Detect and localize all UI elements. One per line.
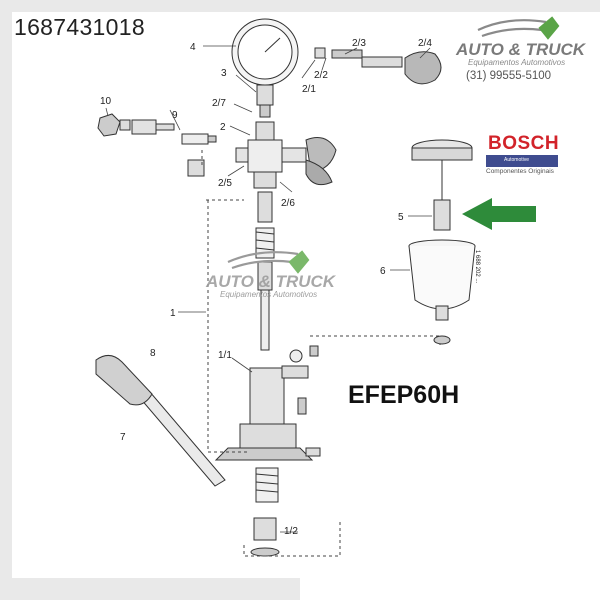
brand-logo-center	[227, 250, 310, 274]
callout-3: 3	[221, 68, 227, 79]
callout-2-2: 2/2	[314, 70, 328, 81]
callout-7: 7	[120, 432, 126, 443]
test-beaker	[408, 139, 476, 345]
brand-name-top: AUTO & TRUCK	[456, 40, 586, 59]
small-handwheel	[305, 137, 337, 186]
callout-2-3: 2/3	[352, 38, 366, 49]
bosch-tagline: Automotive	[504, 157, 530, 163]
callout-1: 1	[170, 308, 176, 319]
bosch-tag: Automotive	[486, 155, 558, 167]
needle-valve-assembly	[314, 47, 442, 85]
callout-8: 8	[150, 348, 156, 359]
model-name: EFEP60H	[348, 381, 460, 409]
pivot-bracket	[281, 345, 321, 457]
brand-phone: (31) 99555-5100	[466, 70, 552, 82]
white-canvas-bottom	[12, 284, 600, 578]
callout-5: 5	[398, 212, 404, 223]
callout-2: 2	[220, 122, 226, 133]
callout-2-4: 2/4	[418, 38, 432, 49]
plunger-stack	[214, 191, 314, 557]
callout-1-1: 1/1	[218, 350, 232, 361]
brand-subtitle-center: Equipamentos Automotivos	[220, 290, 318, 299]
lever-arm	[95, 355, 226, 487]
brand-name-center: AUTO & TRUCK	[206, 272, 336, 291]
callout-2-6: 2/6	[281, 198, 295, 209]
bosch-logo-text: BOSCH	[488, 133, 560, 154]
part-number: 1687431018	[14, 14, 145, 40]
beaker-part-code: 1 688 202 ...	[474, 250, 480, 284]
bosch-original-parts: Componentes Originais	[486, 168, 554, 175]
callout-10: 10	[100, 96, 112, 107]
callout-2-7: 2/7	[212, 98, 226, 109]
inlet-fittings	[97, 113, 217, 177]
highlight-arrow	[462, 198, 536, 230]
pressure-gauge	[231, 18, 299, 118]
callout-6: 6	[380, 266, 386, 277]
brand-subtitle-top: Equipamentos Automotivos	[468, 58, 566, 67]
callout-2-5: 2/5	[218, 178, 232, 189]
callout-9: 9	[172, 110, 178, 121]
callout-2-1: 2/1	[302, 84, 316, 95]
callout-4: 4	[190, 42, 196, 53]
callout-1-2: 1/2	[284, 526, 298, 537]
brand-logo-top	[477, 16, 560, 40]
valve-body	[235, 121, 307, 189]
